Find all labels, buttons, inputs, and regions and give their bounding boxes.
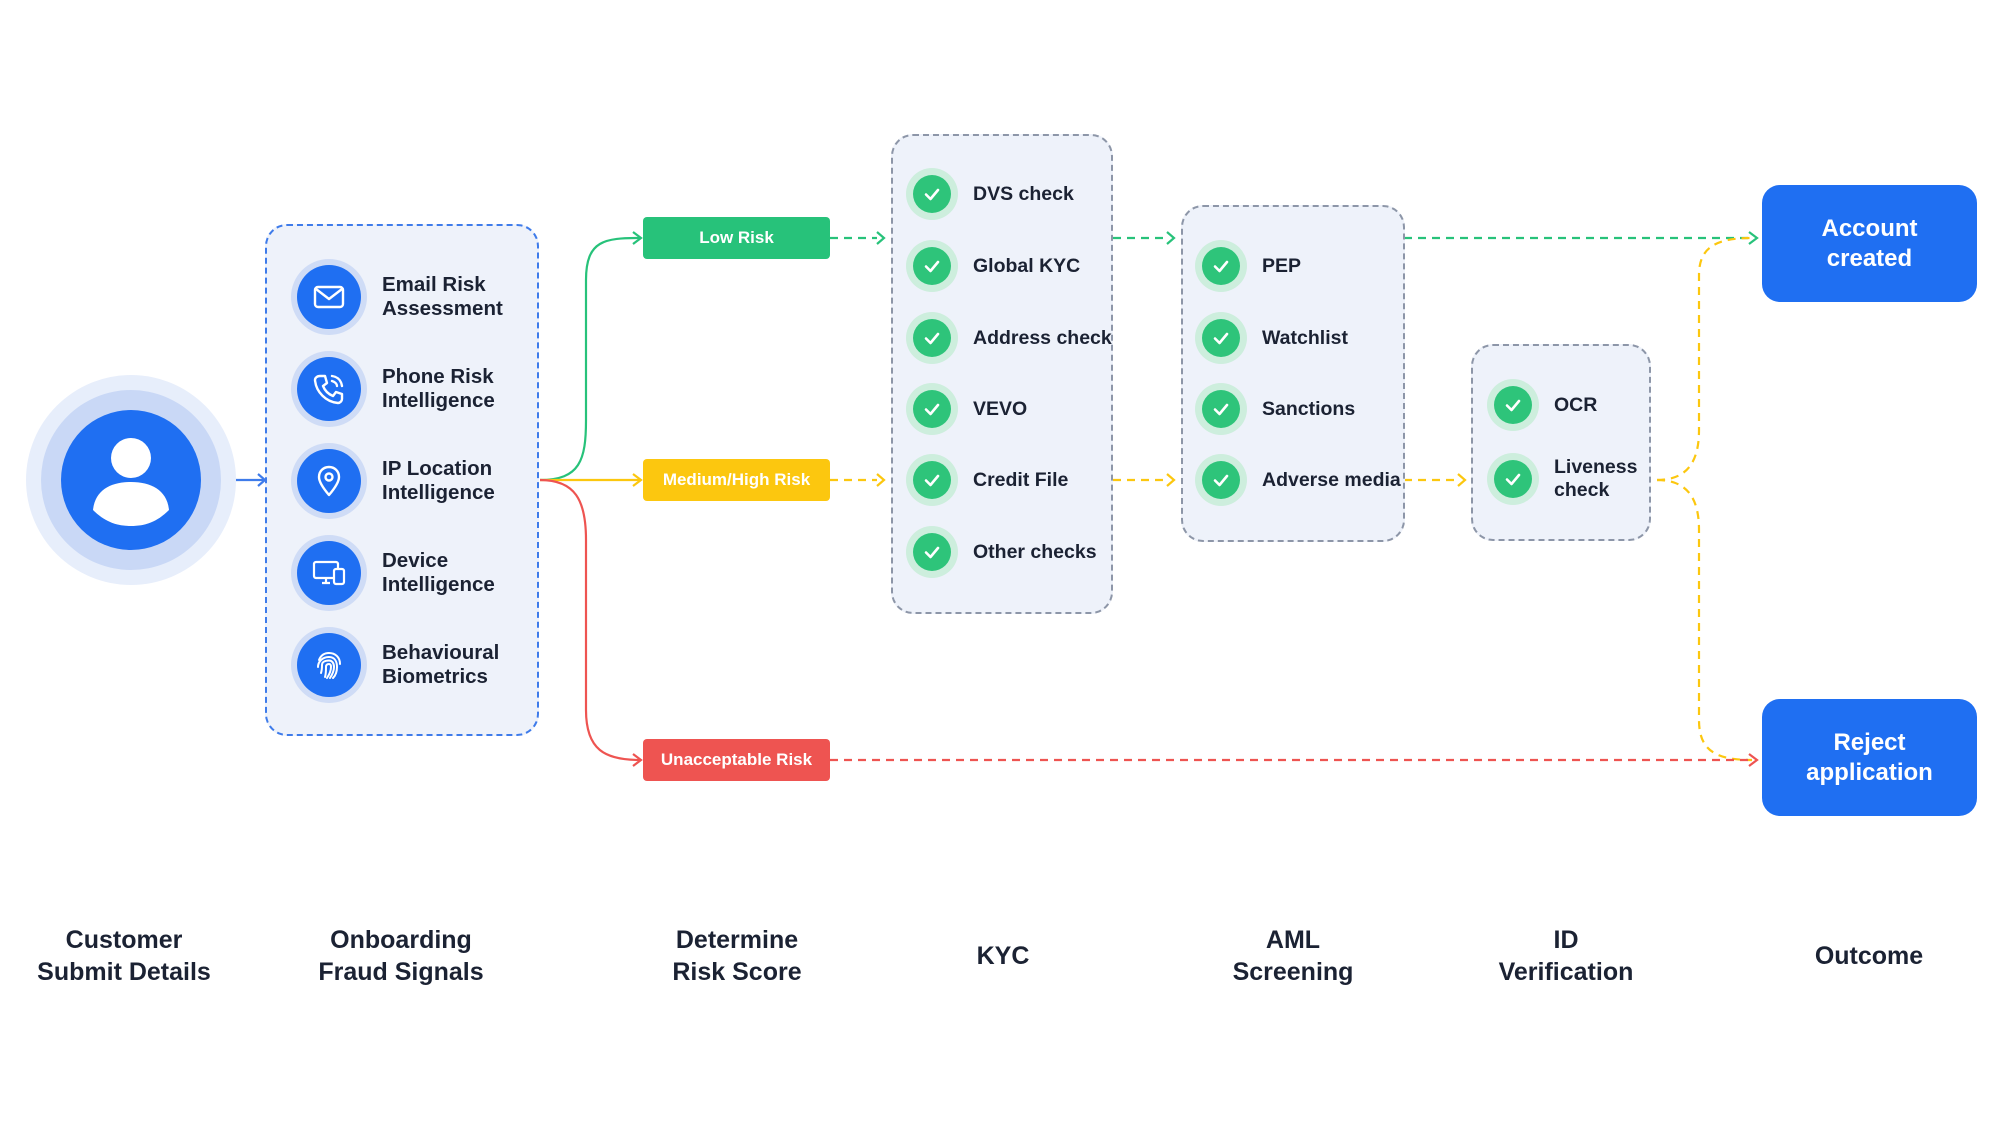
arrowhead xyxy=(1166,231,1176,245)
check-icon xyxy=(913,461,951,499)
check-icon xyxy=(913,390,951,428)
check-label: Credit File xyxy=(973,468,1069,491)
check-label: Address check xyxy=(973,326,1112,349)
dashed-id-to-reject xyxy=(1656,478,1753,762)
stage-label-onboarding: Onboarding Fraud Signals xyxy=(318,926,484,986)
stage-label-risk-score: Determine Risk Score xyxy=(672,926,802,986)
arrowhead xyxy=(876,473,886,487)
check-label: Adverse media xyxy=(1262,468,1401,491)
arrowhead xyxy=(1748,231,1759,245)
stage-label-aml: AML Screening xyxy=(1232,926,1354,986)
arrowhead xyxy=(1457,473,1467,487)
user-icon xyxy=(93,438,169,526)
kyc-check-item: Address check xyxy=(913,319,1112,357)
phone-icon xyxy=(297,357,361,421)
outcome-account-created: Account created xyxy=(1762,185,1977,302)
dashed-id-to-account xyxy=(1656,236,1753,482)
arrowhead xyxy=(632,753,643,767)
check-label: Watchlist xyxy=(1262,326,1348,349)
signal-label: Behavioural Biometrics xyxy=(382,641,500,688)
stage-label-kyc: KYC xyxy=(976,942,1030,970)
signal-phone-risk: Phone Risk Intelligence xyxy=(297,356,495,422)
id-check-item: Liveness check xyxy=(1494,456,1637,502)
check-icon xyxy=(1494,386,1532,424)
aml-check-item: Adverse media xyxy=(1202,461,1401,499)
risk-tag-unacceptable: Unacceptable Risk xyxy=(643,739,830,781)
aml-check-item: PEP xyxy=(1202,247,1301,285)
signal-label: Device Intelligence xyxy=(382,549,495,596)
signal-email-risk: Email Risk Assessment xyxy=(297,264,503,330)
check-label: Sanctions xyxy=(1262,397,1356,420)
kyc-check-item: Credit File xyxy=(913,461,1068,499)
risk-tag-low: Low Risk xyxy=(643,217,830,259)
check-icon xyxy=(913,175,951,213)
check-icon xyxy=(1494,460,1532,498)
check-icon xyxy=(1202,319,1240,357)
kyc-check-item: Other checks xyxy=(913,533,1097,571)
stage-label-outcome: Outcome xyxy=(1814,942,1924,970)
arrowhead xyxy=(876,231,886,245)
arrowhead xyxy=(632,473,643,487)
aml-check-item: Sanctions xyxy=(1202,390,1355,428)
envelope-icon xyxy=(297,265,361,329)
customer-avatar xyxy=(61,410,201,550)
kyc-check-item: Global KYC xyxy=(913,247,1080,285)
id-check-item: OCR xyxy=(1494,386,1597,424)
signal-label: Phone Risk Intelligence xyxy=(382,365,495,412)
devices-icon xyxy=(297,541,361,605)
signal-device: Device Intelligence xyxy=(297,540,495,606)
check-label: Global KYC xyxy=(973,254,1081,277)
signal-label: Email Risk Assessment xyxy=(382,273,503,320)
check-label: Liveness check xyxy=(1554,456,1638,501)
arrowhead xyxy=(1166,473,1176,487)
signal-label: IP Location Intelligence xyxy=(382,457,495,504)
signal-behavioural: Behavioural Biometrics xyxy=(297,632,499,698)
outcome-reject-application: Reject application xyxy=(1762,699,1977,816)
check-icon xyxy=(1202,390,1240,428)
check-label: VEVO xyxy=(973,397,1028,420)
arrowhead xyxy=(1748,753,1759,767)
stage-label-id-verification: ID Verification xyxy=(1498,926,1634,986)
check-icon xyxy=(1202,461,1240,499)
check-label: Other checks xyxy=(973,540,1097,563)
stage-label-customer: Customer Submit Details xyxy=(37,926,211,986)
signal-ip-location: IP Location Intelligence xyxy=(297,448,495,514)
kyc-check-item: DVS check xyxy=(913,175,1074,213)
check-icon xyxy=(913,247,951,285)
kyc-check-item: VEVO xyxy=(913,390,1027,428)
check-label: OCR xyxy=(1554,393,1598,416)
id-verification-panel xyxy=(1471,344,1651,541)
location-pin-icon xyxy=(297,449,361,513)
check-icon xyxy=(913,533,951,571)
check-icon xyxy=(1202,247,1240,285)
check-icon xyxy=(913,319,951,357)
aml-check-item: Watchlist xyxy=(1202,319,1348,357)
connector-to-low-risk xyxy=(539,236,641,482)
check-label: DVS check xyxy=(973,182,1074,205)
fingerprint-icon xyxy=(297,633,361,697)
risk-tag-medium-high: Medium/High Risk xyxy=(643,459,830,501)
arrowhead xyxy=(632,231,643,245)
connector-to-unacceptable-risk xyxy=(539,478,641,762)
check-label: PEP xyxy=(1262,254,1302,277)
